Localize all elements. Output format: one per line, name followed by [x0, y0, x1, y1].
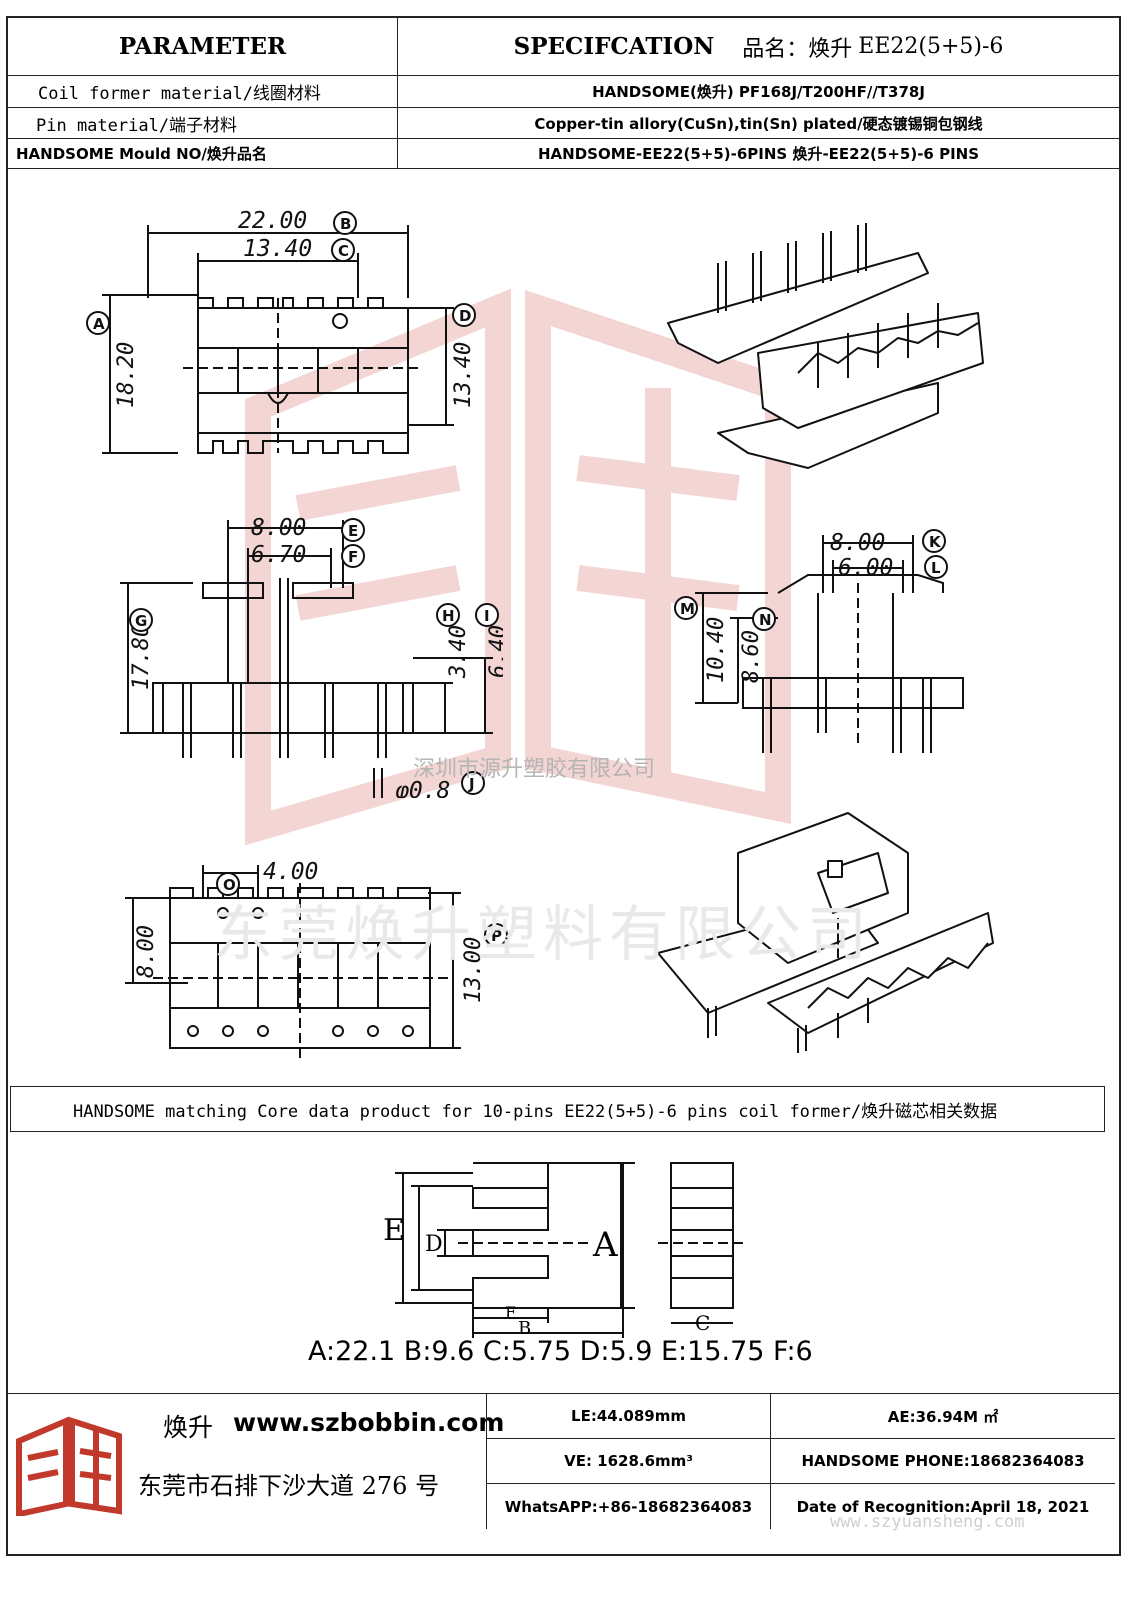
- callout-f: F: [348, 548, 358, 566]
- spec-sheet: PARAMETER SPECIFCATION 品名：焕升 EE22(5+5)-6…: [6, 16, 1121, 1556]
- dim-b-value: 22.00: [238, 208, 307, 234]
- spec-row-coil-material: Coil former material/线圈材料 HANDSOME(焕升) P…: [8, 76, 1119, 108]
- iso-view-bottom: [657, 812, 994, 1053]
- callout-d: D: [459, 307, 471, 325]
- core-label-d: D: [425, 1232, 443, 1257]
- row-value: HANDSOME-EE22(5+5)-6PINS 焕升-EE22(5+5)-6 …: [537, 145, 980, 163]
- callout-c: C: [338, 242, 349, 260]
- callout-k: K: [929, 533, 942, 551]
- bottom-view-drawing: 4.00 8.00 13.00 O P: [125, 859, 508, 1058]
- dim-left-value: 8.00: [134, 925, 159, 978]
- header-row: PARAMETER SPECIFCATION 品名：焕升 EE22(5+5)-6: [8, 18, 1119, 76]
- core-label-e: E: [383, 1213, 405, 1248]
- callout-n: N: [759, 611, 772, 629]
- front-view-drawing: 8.00 6.70 17.80 3.40 6.40 φ0.8 E F G H I: [120, 515, 503, 798]
- core-label-b: B: [518, 1318, 531, 1338]
- side-view-drawing: 8.00 6.00 10.40 8.60 K L M N: [674, 529, 964, 753]
- iso-view-top: [667, 223, 984, 469]
- callout-i: I: [484, 607, 490, 625]
- spec-row-pin-material: Pin material/端子材料 Copper-tin allory(CuSn…: [8, 108, 1119, 139]
- dim-h-value: 3.40: [446, 625, 471, 679]
- le-cell: LE:44.089mm: [486, 1394, 770, 1439]
- whatsapp-cell: WhatsAPP:+86-18682364083: [486, 1484, 770, 1529]
- specification-label: SPECIFCATION: [513, 33, 715, 60]
- callout-l: L: [931, 559, 941, 577]
- core-drawing: E D A F B C: [383, 1162, 748, 1338]
- ve-cell: VE: 1628.6mm³: [486, 1439, 770, 1484]
- callout-p: P: [491, 927, 502, 945]
- product-label: 品名：焕升: [742, 36, 853, 62]
- watermark-url: www.szyuansheng.com: [830, 1512, 1025, 1532]
- dim-j-value: φ0.8: [395, 778, 450, 798]
- dim-o-value: 4.00: [263, 859, 318, 885]
- dim-m-value: 10.40: [704, 617, 729, 683]
- row-label: Pin material/端子材料: [8, 108, 398, 138]
- callout-b: B: [340, 215, 351, 233]
- matching-core-banner: HANDSOME matching Core data product for …: [10, 1086, 1105, 1132]
- date-cell: Date of Recognition:April 18, 2021: [770, 1484, 1115, 1529]
- spec-row-mould-no: HANDSOME Mould NO/焕升品名 HANDSOME-EE22(5+5…: [8, 139, 1119, 169]
- core-data-line: A:22.1 B:9.6 C:5.75 D:5.9 E:15.75 F:6: [308, 1336, 813, 1367]
- callout-g: G: [135, 612, 147, 630]
- dim-c-value: 13.40: [243, 236, 312, 262]
- callout-a: A: [93, 315, 105, 333]
- phone-cell: HANDSOME PHONE:18682364083: [770, 1439, 1115, 1484]
- specification-heading: SPECIFCATION 品名：焕升 EE22(5+5)-6: [398, 18, 1119, 75]
- top-view-drawing: 22.00 13.40 18.20 13.40 B C A D: [86, 208, 476, 454]
- brand-name: 焕升: [163, 1413, 214, 1442]
- parameter-heading: PARAMETER: [8, 18, 398, 75]
- logo-watermark: [245, 288, 791, 846]
- dim-n-value: 8.60: [739, 630, 764, 683]
- callout-o: O: [223, 876, 236, 894]
- dim-d-value: 13.40: [451, 342, 476, 408]
- callout-j-circle: J: [461, 771, 485, 795]
- dim-g-value: 17.80: [129, 624, 154, 690]
- dim-i-value: 6.40: [486, 625, 503, 678]
- core-label-c: C: [695, 1311, 710, 1335]
- dim-f-value: 6.70: [251, 542, 306, 568]
- dim-k-value: 8.00: [830, 530, 885, 556]
- ae-cell: AE:36.94M ㎡: [770, 1394, 1115, 1439]
- website-link[interactable]: www.szbobbin.com: [233, 1408, 505, 1437]
- dim-e-value: 8.00: [251, 515, 306, 541]
- row-value: Copper-tin allory(CuSn),tin(Sn) plated/硬…: [534, 114, 983, 133]
- dim-a-value: 18.20: [114, 342, 139, 408]
- callout-e: E: [348, 522, 358, 540]
- row-label: Coil former material/线圈材料: [8, 76, 398, 107]
- watermark-company-large: 东莞焕升塑料有限公司: [213, 900, 873, 970]
- dim-l-value: 6.00: [838, 555, 893, 581]
- dim-p-value: 13.00: [461, 937, 486, 1003]
- callout-m: M: [680, 600, 695, 618]
- callout-h: H: [442, 607, 455, 625]
- core-label-a: A: [592, 1225, 618, 1265]
- row-value: HANDSOME(焕升) PF168J/T200HF//T378J: [592, 83, 925, 101]
- footer: 焕升 www.szbobbin.com 东莞市石排下沙大道 276 号 LE:4…: [8, 1393, 1119, 1529]
- callout-j: J: [468, 775, 475, 793]
- company-address: 东莞市石排下沙大道 276 号: [138, 1472, 440, 1500]
- product-name: EE22(5+5)-6: [858, 34, 1004, 59]
- row-label: HANDSOME Mould NO/焕升品名: [8, 139, 398, 168]
- core-label-f: F: [505, 1303, 516, 1322]
- company-logo: [16, 1416, 122, 1516]
- watermark-company-small: 深圳市源升塑胶有限公司: [413, 757, 656, 782]
